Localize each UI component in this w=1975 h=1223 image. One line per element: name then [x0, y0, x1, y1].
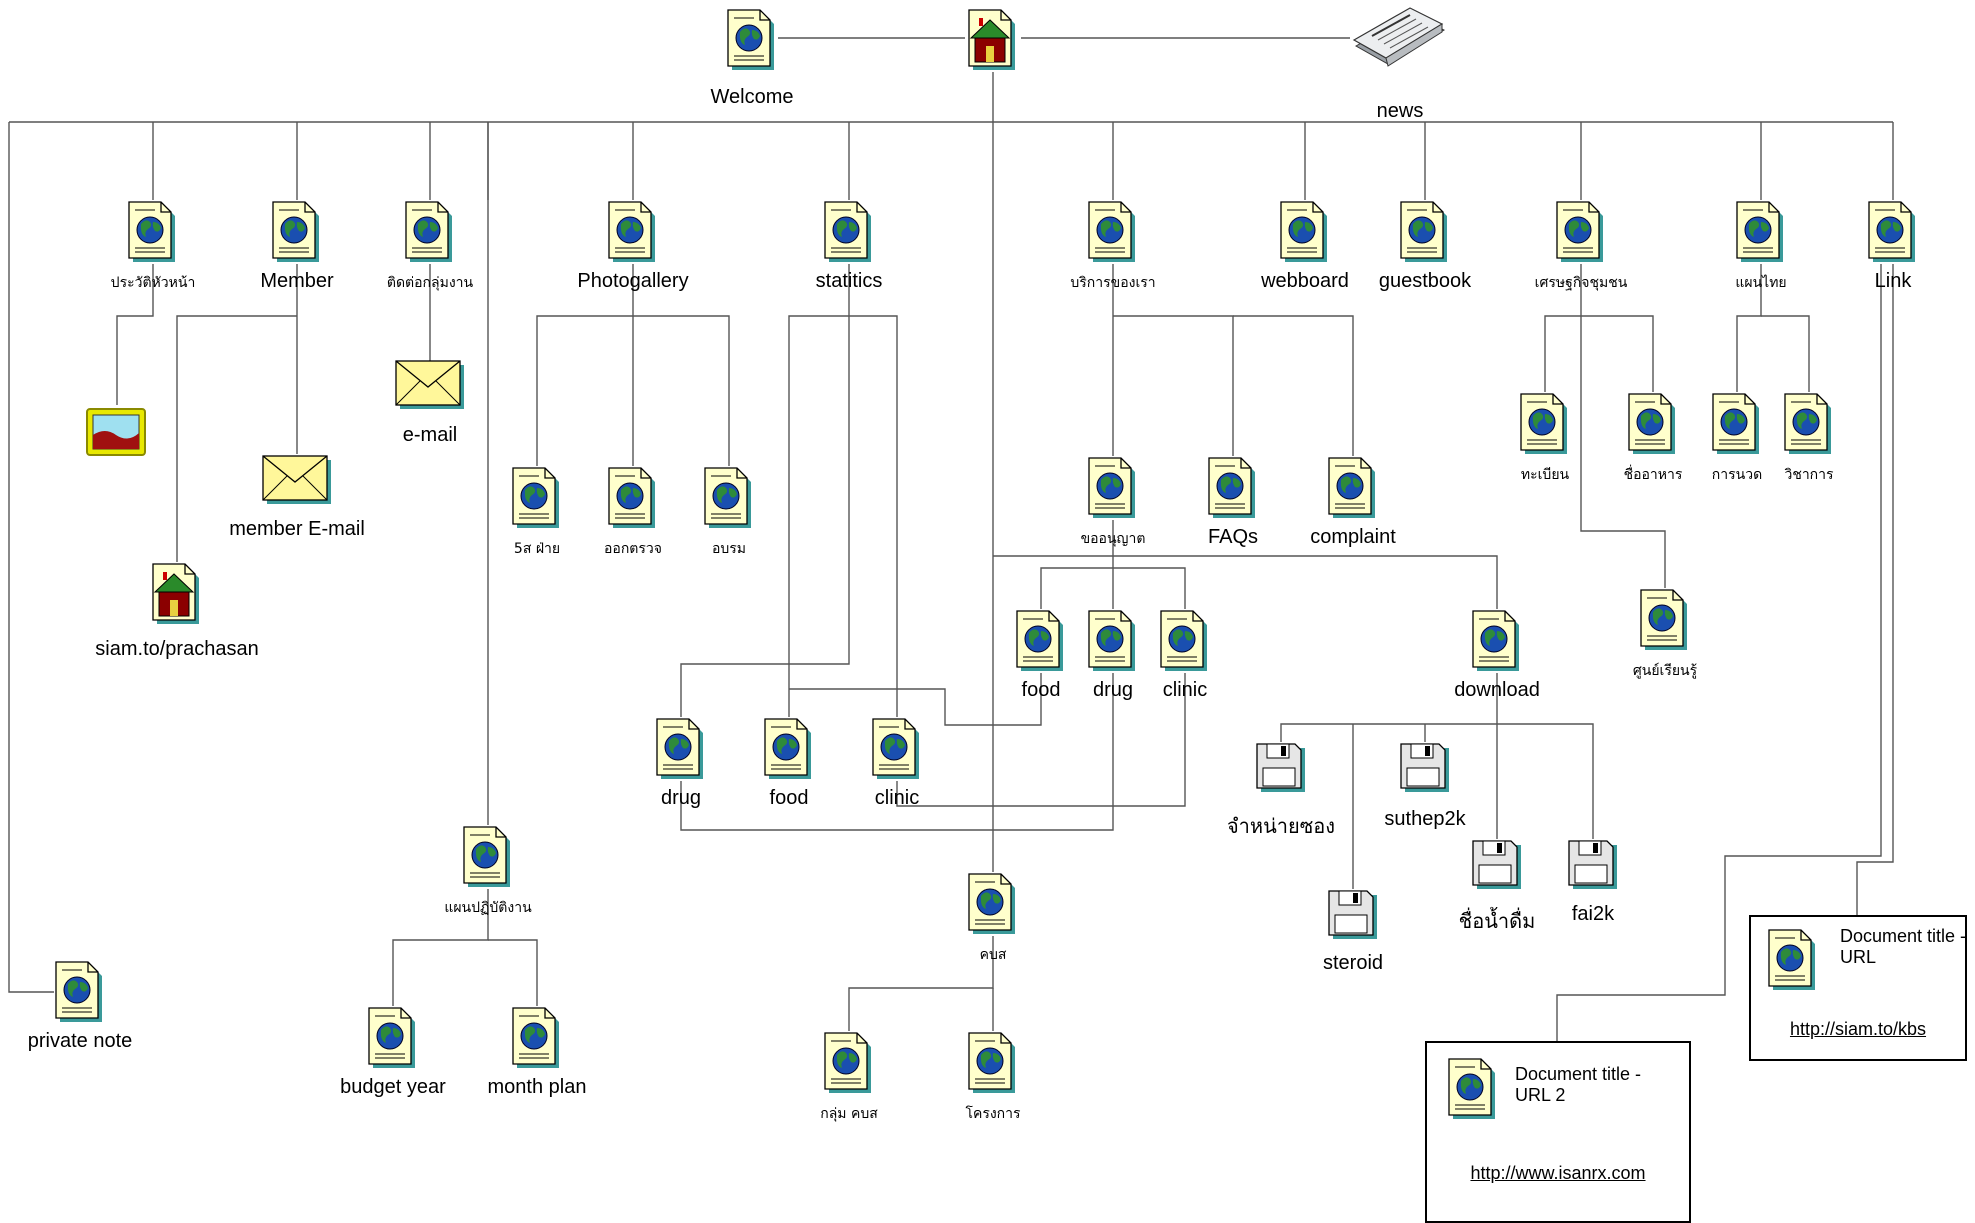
connector-line	[536, 315, 730, 466]
connector-line	[848, 936, 994, 1031]
card-title: Document title - URL	[1840, 926, 1967, 967]
connector-line	[1580, 264, 1666, 588]
node-label-inspect: ออกตรวจ	[604, 541, 662, 557]
link-card-isanrx-link: Document title - URL 2 http://www.isanrx.…	[1425, 1041, 1691, 1223]
card-url-link[interactable]: http://www.isanrx.com	[1470, 1163, 1646, 1183]
node-label-guestbook: guestbook	[1378, 270, 1472, 292]
node-label-dl-fai: fai2k	[1571, 903, 1615, 925]
node-label-lic-drug: drug	[1092, 679, 1134, 701]
node-label-lic-clinic: clinic	[1162, 679, 1208, 701]
connector-line	[896, 673, 1186, 807]
node-label-dl-sell: จำหน่ายซอง	[1226, 816, 1336, 838]
node-label-faqs: FAQs	[1207, 526, 1259, 548]
node-label-thai-med: แผนไทย	[1735, 275, 1787, 291]
connector-line	[1233, 315, 1354, 456]
node-label-member-email: member E-mail	[229, 518, 365, 540]
link-card-kbs-link: Document title - URL http://siam.to/kbs	[1749, 915, 1967, 1061]
node-label-complaint: complaint	[1310, 526, 1396, 548]
connector-line	[680, 673, 1114, 831]
node-label-link: Link	[1874, 270, 1912, 292]
node-label-stat-clinic: clinic	[874, 787, 920, 809]
node-label-learning: ศูนย์เรียนรู้	[1632, 663, 1698, 679]
node-label-private-note: private note	[27, 1030, 133, 1052]
node-label-download: download	[1454, 679, 1540, 701]
node-label-plan: แผนปฏิบัติงาน	[444, 900, 532, 916]
node-label-academic: วิชาการ	[1784, 467, 1834, 483]
connector-line	[8, 122, 54, 993]
node-label-stat-drug: drug	[660, 787, 702, 809]
connector-line	[1113, 315, 1234, 456]
node-label-economy: เศรษฐกิจชุมชน	[1534, 275, 1628, 291]
node-label-food-name: ชื่ออาหาร	[1623, 467, 1683, 483]
connector-line	[789, 673, 1042, 726]
connector-line	[1556, 264, 1882, 1041]
connector-line	[993, 555, 1498, 609]
node-label-month-plan: month plan	[487, 1076, 587, 1098]
node-label-license: ขออนุญาต	[1080, 531, 1146, 547]
card-url-link[interactable]: http://siam.to/kbs	[1789, 1019, 1927, 1039]
node-label-kbs-group: กลุ่ม คบส	[820, 1106, 878, 1122]
node-label-lic-food: food	[1021, 679, 1061, 701]
node-label-five-s: 5ส ฝ่าย	[513, 541, 561, 557]
node-label-stat-food: food	[769, 787, 809, 809]
node-label-kbs: คบส	[979, 947, 1007, 963]
connector-line	[1856, 264, 1894, 915]
node-label-history: ประวัติหัวหน้า	[110, 275, 196, 291]
node-label-webboard: webboard	[1261, 270, 1349, 292]
node-label-photogallery: Photogallery	[577, 270, 689, 292]
node-label-massage: การนวด	[1711, 467, 1763, 483]
node-label-statistics: statitics	[815, 270, 883, 292]
card-title: Document title - URL 2	[1515, 1064, 1642, 1105]
connector-line	[1280, 723, 1594, 839]
connector-line	[1544, 315, 1654, 392]
node-label-dl-steroid: steroid	[1322, 952, 1384, 974]
node-label-contact: ติดต่อกลุ่มงาน	[386, 275, 474, 291]
connector-line	[788, 315, 898, 717]
node-label-services: บริการของเรา	[1070, 275, 1156, 291]
connector-line	[116, 264, 154, 405]
node-label-news: news	[1376, 100, 1424, 122]
node-label-member: Member	[260, 270, 334, 292]
node-label-dl-water: ชื่อน้ำดื่ม	[1458, 911, 1536, 933]
node-label-register: ทะเบียน	[1520, 467, 1570, 483]
node-label-project: โครงการ	[965, 1106, 1021, 1122]
connector-line	[488, 939, 538, 1006]
node-label-training: อบรม	[711, 541, 747, 557]
connector-line	[176, 315, 297, 562]
connector-line	[680, 264, 850, 717]
connector-line	[392, 889, 489, 1006]
connector-line	[1040, 567, 1186, 609]
connector-line	[1761, 315, 1810, 392]
node-label-dl-suthep: suthep2k	[1384, 808, 1466, 830]
node-label-siam: siam.to/prachasan	[95, 638, 259, 660]
connector-line	[1736, 264, 1762, 392]
node-label-welcome: Welcome	[710, 86, 794, 108]
node-label-email: e-mail	[402, 424, 458, 446]
node-label-budget-year: budget year	[340, 1076, 446, 1098]
